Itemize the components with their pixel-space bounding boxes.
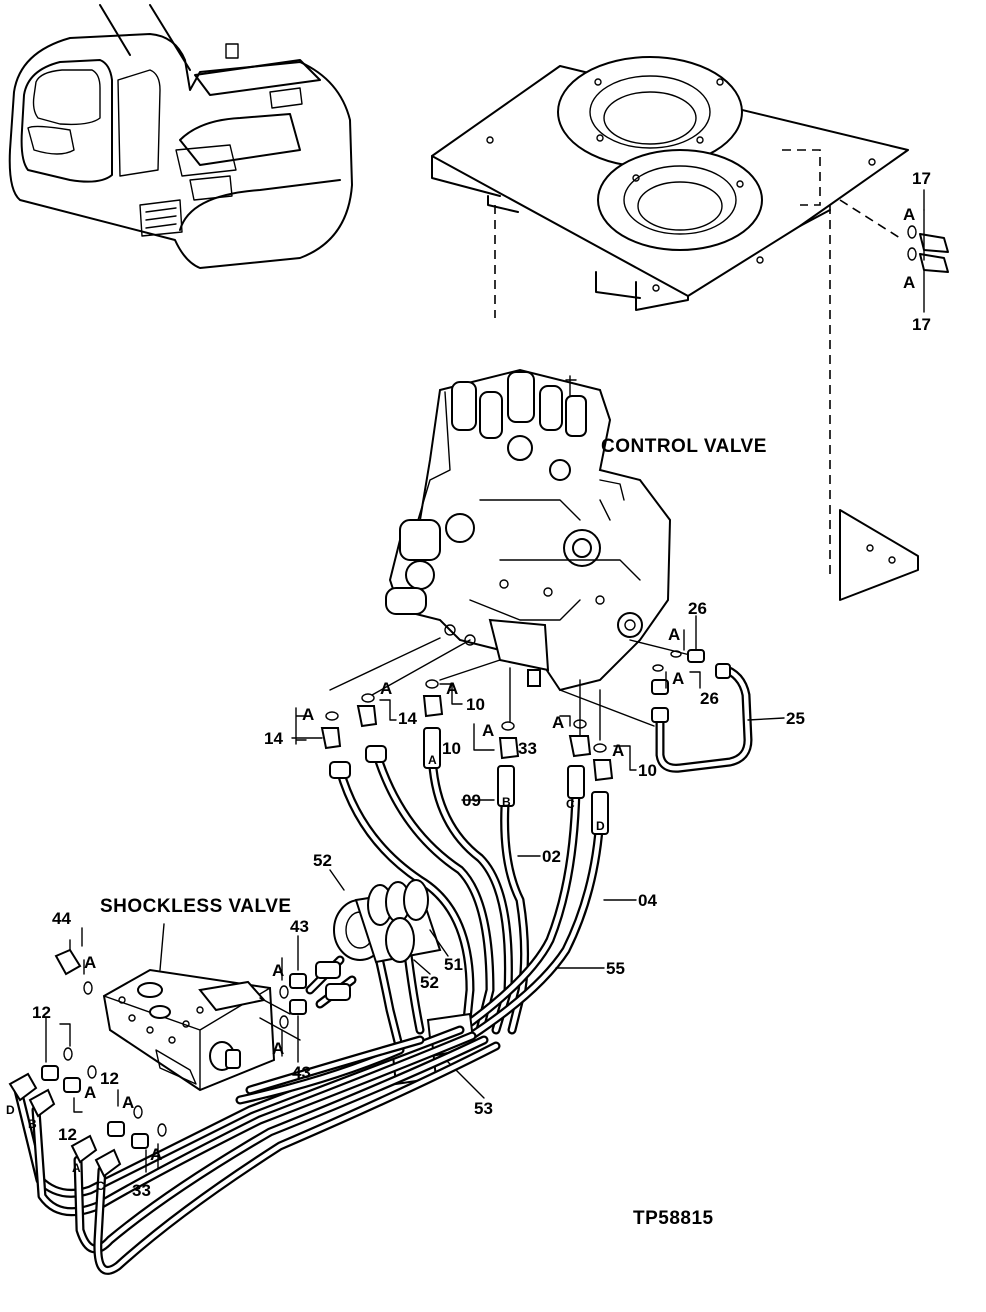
hose-bundle-lower: D B A C [6,1025,501,1275]
callout-10-upper: 10 [466,695,485,714]
upper-frame-plate [431,56,919,601]
figure-id: TP58815 [633,1208,714,1229]
hose-sleeve-51-52: 52 52 51 [305,851,463,1055]
callout-55: 55 [606,959,625,978]
port-letter-a-lower: A [72,1161,81,1175]
callout-51: 51 [444,955,463,974]
callout-14-left: 14 [264,729,283,748]
excavator-inset [8,4,353,269]
hose-25: 25 [651,663,805,773]
oring-letter: A [612,741,624,760]
oring-letter: A [302,705,314,724]
callout-25: 25 [786,709,805,728]
oring-letter: A [903,205,915,224]
callout-53: 53 [474,1099,493,1118]
callout-17-top: 17 [912,169,931,188]
oring-letter: A [272,1039,284,1058]
callout-10-middle: 10 [442,739,461,758]
oring-letter: A [668,625,680,644]
oring-letter: A [446,679,458,698]
callout-10-right: 10 [638,761,657,780]
callout-52-bottom: 52 [420,973,439,992]
callout-33-lower: 33 [132,1181,151,1200]
oring-letter: A [272,961,284,980]
callout-14-right: 14 [398,709,417,728]
shockless-valve: SHOCKLESS VALVE [100,896,301,1092]
oring-letter: A [122,1093,134,1112]
shockless-valve-caption: SHOCKLESS VALVE [100,896,292,917]
callout-09: 09 [462,791,481,810]
callout-52-top: 52 [313,851,332,870]
callout-26-bottom: 26 [700,689,719,708]
callout-12-middle: 12 [100,1069,119,1088]
control-valve-caption: CONTROL VALVE [601,436,767,457]
callout-17-bottom: 17 [912,315,931,334]
oring-letter: A [84,1083,96,1102]
port-letter-a: A [428,753,437,767]
port-letter-c-lower: C [96,1179,105,1193]
port-letter-d: D [596,819,605,833]
callout-33-middle: 33 [518,739,537,758]
port-letter-d-lower: D [6,1103,15,1117]
callout-04: 04 [638,891,657,910]
upper-fittings: A 14 A 14 A 10 A 10 33 A A 10 [264,679,657,782]
port-letter-b: B [502,795,511,809]
oring-letter: A [150,1145,162,1164]
oring-letter: A [672,669,684,688]
callout-02: 02 [542,847,561,866]
callout-43-lower: 43 [292,1063,311,1082]
fitting-17-pair: 17 A A 17 [903,169,949,334]
oring-letter: A [380,679,392,698]
oring-letter: A [482,721,494,740]
control-valve-body: CONTROL VALVE [385,368,767,692]
oring-letter: A [552,713,564,732]
callout-26-top: 26 [688,599,707,618]
callout-44: 44 [52,909,71,928]
oring-letter: A [84,953,96,972]
shockless-fittings: 44 A 43 A A 43 12 A 12 A 12 A 33 [32,909,311,1200]
port-letter-c: C [566,797,575,811]
fittings-26: 26 A A 26 [651,599,719,708]
callout-43-upper: 43 [290,917,309,936]
callout-12-lower: 12 [58,1125,77,1144]
oring-letter: A [903,273,915,292]
callout-12-top: 12 [32,1003,51,1022]
port-letter-b-lower: B [28,1117,37,1131]
